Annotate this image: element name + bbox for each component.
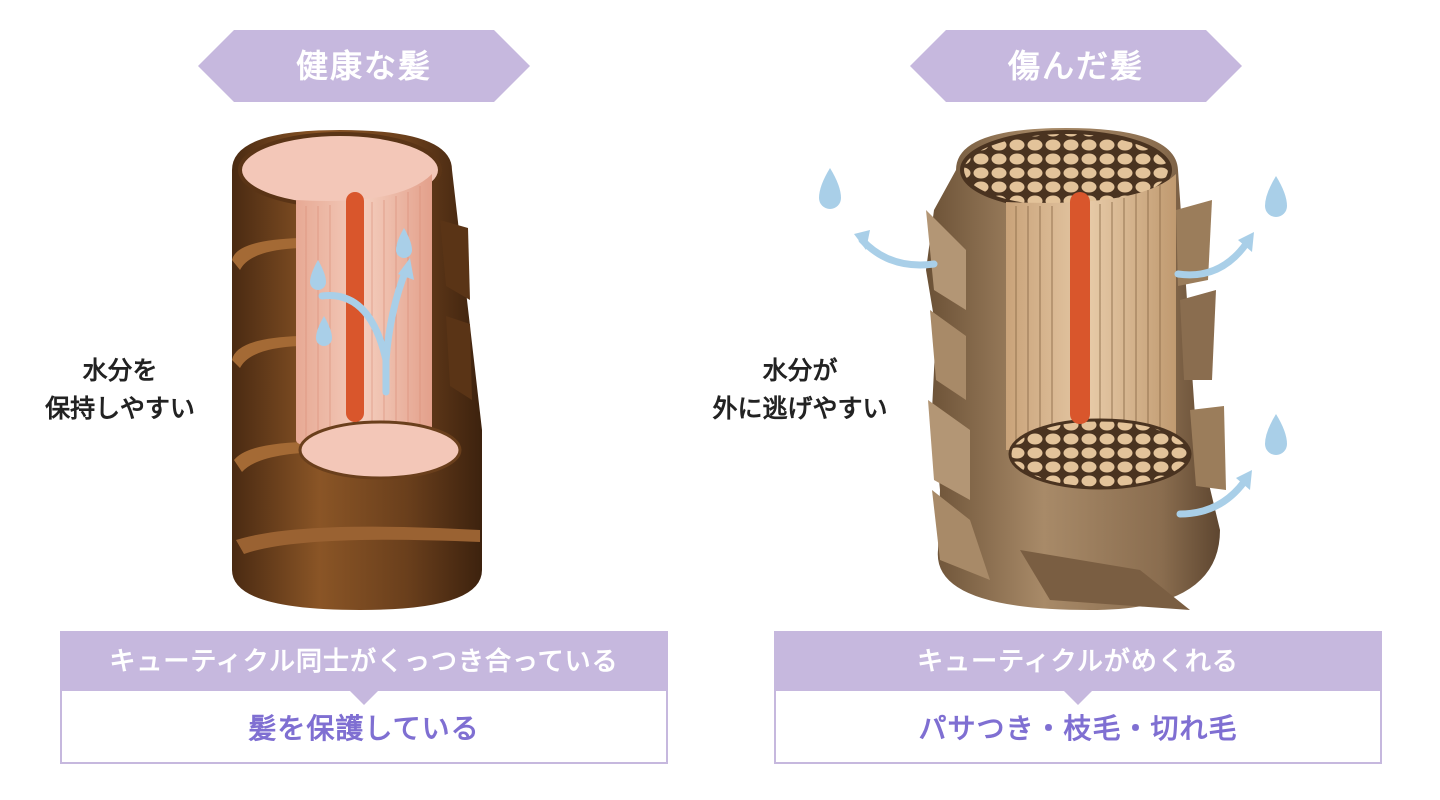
water-drop-icon xyxy=(396,228,412,258)
water-drop-icon xyxy=(819,168,841,209)
healthy-note-line2: 保持しやすい xyxy=(45,394,195,423)
damaged-hair-panel: 傷んだ髪 xyxy=(712,0,1440,800)
healthy-hair-illustration xyxy=(0,110,720,630)
damaged-cortex-section xyxy=(1006,174,1176,450)
water-drop-icon xyxy=(1265,176,1287,217)
damaged-caption-box: キューティクルがめくれる パサつき・枝毛・切れ毛 xyxy=(774,631,1382,764)
healthy-caption-body: 髪を保護している xyxy=(248,712,480,745)
damaged-medulla xyxy=(1070,192,1090,424)
damaged-caption-body: パサつき・枝毛・切れ毛 xyxy=(918,712,1238,745)
healthy-hair-panel: 健康な髪 xyxy=(0,30,720,764)
healthy-hair-title-banner: 健康な髪 xyxy=(198,30,530,102)
damaged-hair-illustration xyxy=(720,110,1440,630)
healthy-caption-box: キューティクル同士がくっつき合っている 髪を保護している xyxy=(60,631,668,764)
water-drop-icon xyxy=(316,316,332,346)
damaged-note-line2: 外に逃げやすい xyxy=(712,394,888,423)
damaged-caption-head: キューティクルがめくれる xyxy=(776,633,1380,691)
damaged-note-line1: 水分が xyxy=(762,356,838,385)
water-drop-icon xyxy=(310,260,326,290)
damaged-moisture-note: 水分が 外に逃げやすい xyxy=(690,352,910,428)
healthy-moisture-note: 水分を 保持しやすい xyxy=(30,352,210,428)
healthy-hair-title: 健康な髪 xyxy=(295,47,432,85)
water-drop-icon xyxy=(1265,414,1287,455)
damaged-hair-title-banner: 傷んだ髪 xyxy=(910,30,1242,102)
damaged-hair-title: 傷んだ髪 xyxy=(1007,47,1144,85)
healthy-caption-head: キューティクル同士がくっつき合っている xyxy=(62,633,666,691)
healthy-note-line1: 水分を xyxy=(82,356,158,385)
